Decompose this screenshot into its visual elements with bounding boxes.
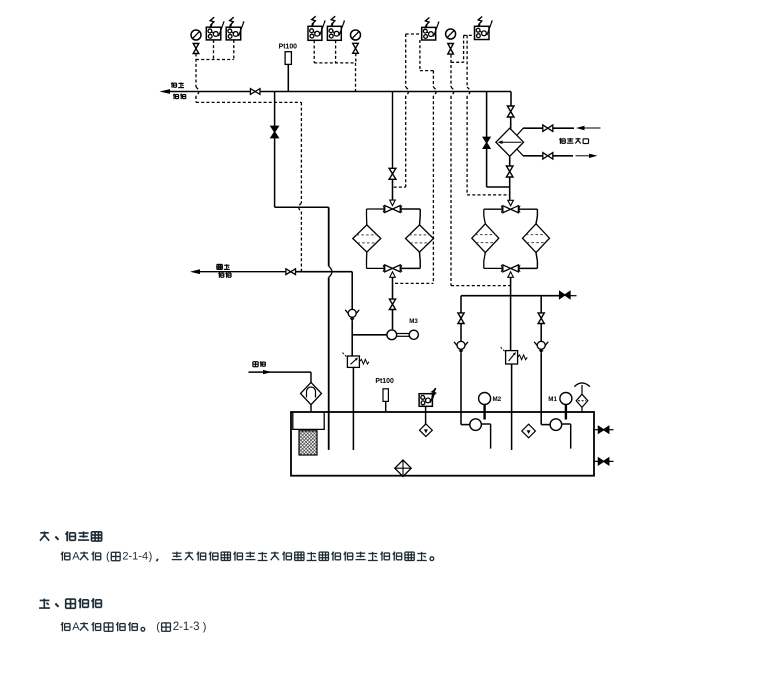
svg-text:M1: M1	[548, 396, 557, 403]
svg-text:): )	[149, 551, 153, 563]
svg-text:2-1-4: 2-1-4	[122, 551, 148, 563]
svg-text:A: A	[72, 551, 80, 563]
svg-text:Pt100: Pt100	[375, 378, 394, 385]
svg-text:M3: M3	[409, 318, 418, 325]
svg-text:A: A	[72, 621, 80, 633]
svg-text:M2: M2	[493, 396, 502, 403]
svg-text:(: (	[156, 621, 160, 633]
svg-text:): )	[203, 621, 207, 633]
svg-text:(: (	[106, 551, 110, 563]
svg-text:Pt100: Pt100	[279, 43, 298, 50]
svg-text:2-1-3: 2-1-3	[173, 621, 200, 633]
